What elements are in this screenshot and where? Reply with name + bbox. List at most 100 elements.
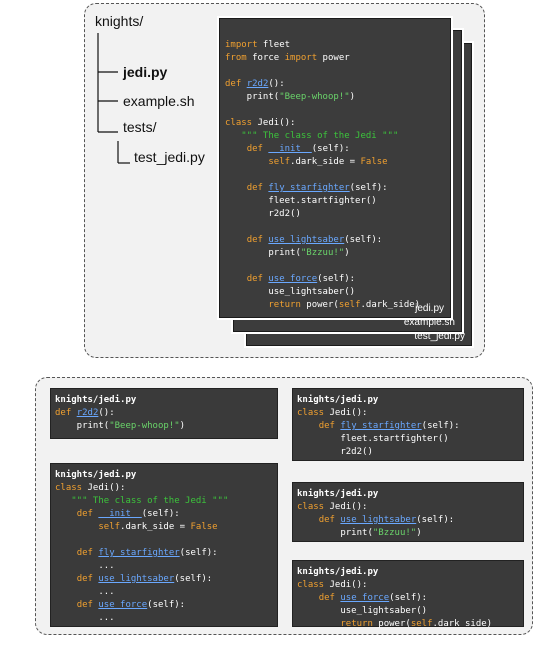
code-token: ... [55,613,115,623]
code-token: def [318,593,335,603]
code-line: r2d2() [297,446,460,459]
code-token: .dark_side = [290,157,361,167]
code-line: class Jedi(): [297,407,460,420]
code-token [297,593,319,603]
code-token: (self): [344,235,383,245]
tree-root-folder: knights/ [95,13,144,29]
code-token: ... [55,561,115,571]
code-token: use_force [268,274,318,284]
code-token: .dark_side = [120,522,191,532]
code-token: ) [349,92,356,102]
code-line: print("Bzzuu!") [297,527,454,540]
code-line: knights/jedi.py [55,469,228,482]
code-token: use_force [98,600,148,610]
code-token: False [360,157,388,167]
code-token: use_lightsaber [340,515,417,525]
code-line: def __init__(self): [225,143,420,156]
code-token: use_lightsaber() [297,606,428,616]
panel-filename: jedi.py [415,303,444,314]
code-line: from force import power [225,52,420,65]
code-token: return [268,300,301,310]
code-line: ... [55,612,228,625]
code-token: fly_starfighter [340,421,422,431]
code-token: .dark_side) [360,300,421,310]
tree-item-example-sh: example.sh [123,93,195,109]
code-token: print( [297,528,373,538]
code-token: class [297,502,325,512]
code-line: def use_force(self): [55,599,228,612]
code-line: print("Bzzuu!") [225,247,420,260]
code-token [55,600,77,610]
code-token: (self): [147,600,186,610]
code-token: False [190,522,218,532]
code-token [225,274,247,284]
code-token: def [246,274,263,284]
code-token: fleet.startfighter() [225,196,377,206]
code-line: knights/jedi.py [297,488,454,501]
code-token: def [246,183,263,193]
code-line [225,169,420,182]
code-token: r2d2 [76,408,99,418]
code-token: r2d2 [246,79,269,89]
code-token: __init__ [98,509,142,519]
code-token: print( [225,248,301,258]
code-line: def r2d2(): [55,407,185,420]
code-token: """ The class of the Jedi """ [55,496,229,506]
code-token [225,144,247,154]
code-token: class [55,483,83,493]
code-token: import [284,53,318,63]
code-token: self [410,619,433,629]
code-token: (self): [317,274,356,284]
code-line: print("Beep-whoop!") [55,420,185,433]
code-token [297,515,319,525]
code-token: Jedi(): [324,502,368,512]
code-line [225,104,420,117]
code-line: r2d2() [225,208,420,221]
code-line: ... [55,586,228,599]
code-token: "Bzzuu!" [300,248,345,258]
code-line: ... [55,560,228,573]
code-token: def [76,509,93,519]
code-line: use_lightsaber() [297,605,492,618]
tree-item-tests-folder: tests/ [123,119,157,135]
code-line: self.dark_side = False [225,156,420,169]
code-token: self [338,300,361,310]
code-token [297,421,319,431]
code-token: (self): [141,509,180,519]
code-token: "Beep-whoop!" [279,92,350,102]
code-token: "Beep-whoop!" [109,421,180,431]
code-line: """ The class of the Jedi """ [225,130,420,143]
code-token: self [268,157,291,167]
code-line: def __init__(self): [55,508,228,521]
code-line: def fly_starfighter(self): [225,182,420,195]
code-token: .dark_side) [432,619,493,629]
code-token [55,548,77,558]
code-token: ) [179,421,186,431]
code-line: class Jedi(): [225,117,420,130]
code-token: ) [344,248,350,258]
code-token: class [297,580,325,590]
code-token: def [246,235,263,245]
code-token: r2d2() [297,447,373,457]
code-token: fly_starfighter [98,548,180,558]
code-line: knights/jedi.py [297,566,492,579]
code-line: import fleet [225,39,420,52]
panel-filename: example.sh [403,317,455,328]
code-token [55,574,77,584]
code-token: def [246,144,263,154]
code-token: ) [416,528,422,538]
code-token: from [225,53,247,63]
code-token: fly_starfighter [268,183,350,193]
code-line: return power(self.dark_side) [297,618,492,631]
code-line [225,260,420,273]
code-token [297,619,340,629]
code-line: self.dark_side = False [55,521,228,534]
code-line: def use_lightsaber(self): [55,573,228,586]
